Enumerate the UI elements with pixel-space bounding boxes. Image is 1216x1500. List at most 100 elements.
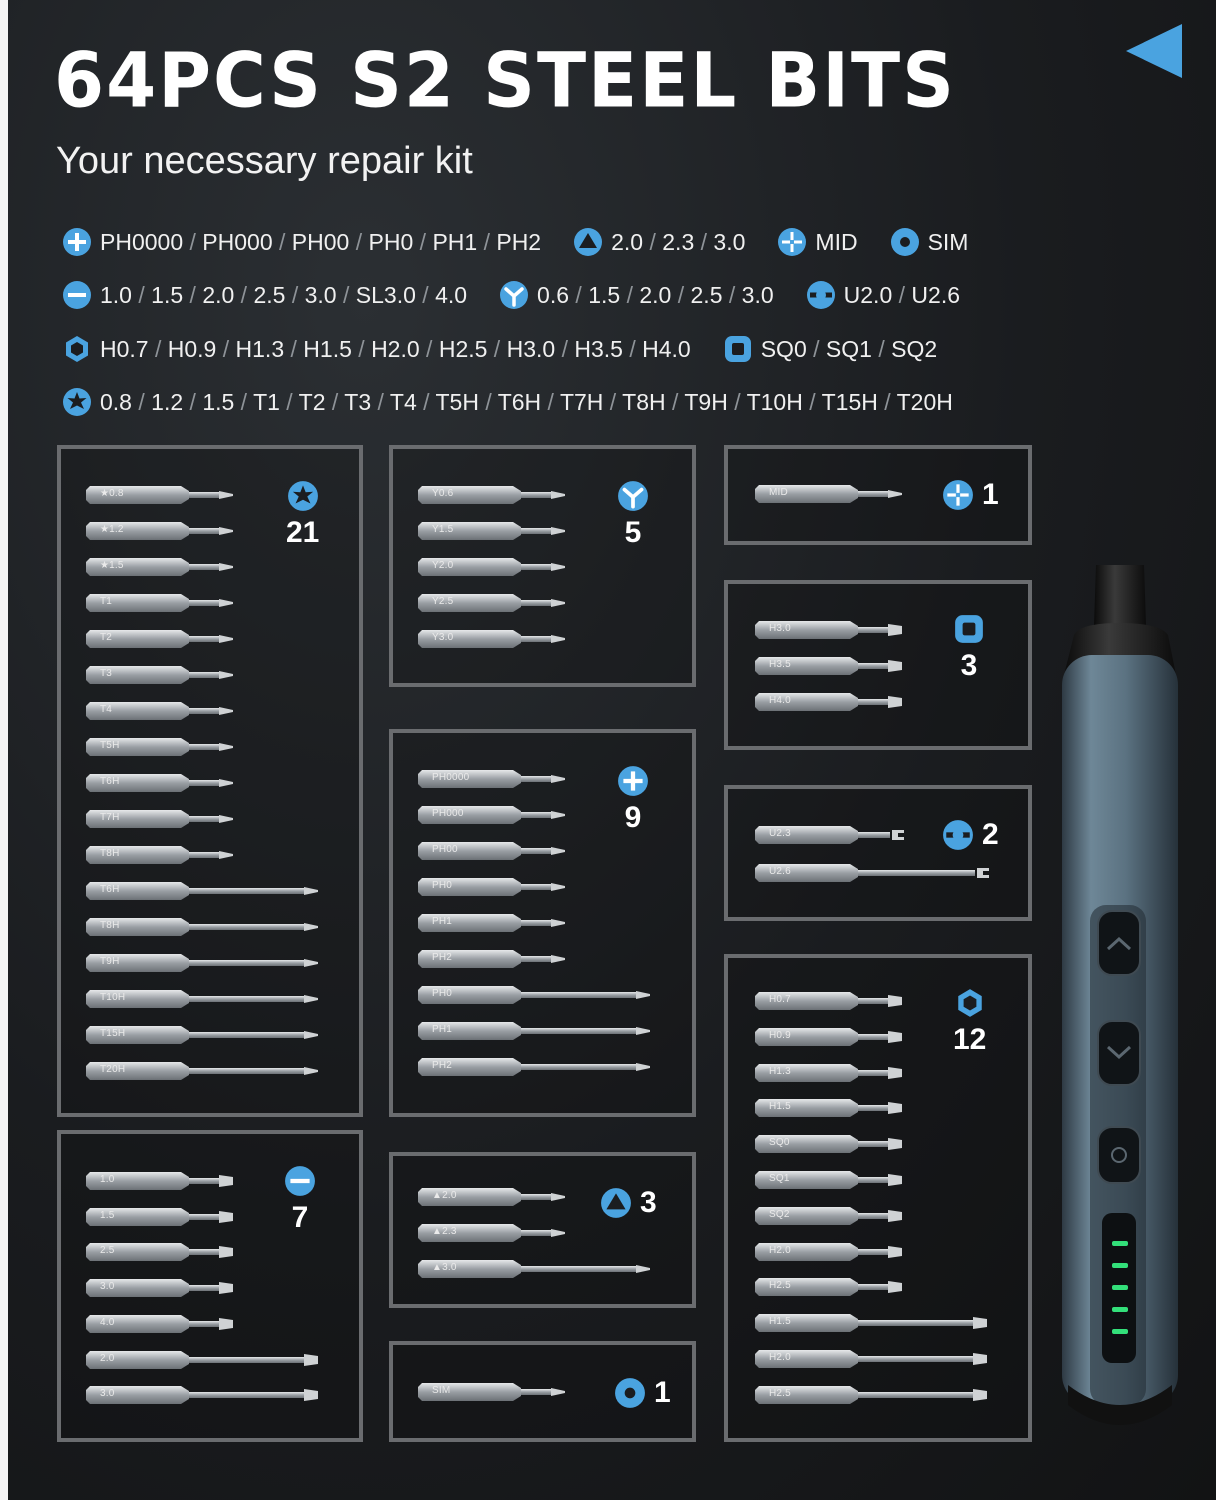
- legend-size: T6H: [497, 388, 542, 415]
- legend-size: T15H: [821, 388, 878, 415]
- legend-group: 1.0 / 1.5 / 2.0 / 2.5 / 3.0 / SL3.0 / 4.…: [62, 280, 467, 310]
- bit-label: 3.0: [100, 1281, 115, 1293]
- legend-size: SIM: [927, 228, 969, 255]
- bit-label: T8H: [100, 848, 120, 859]
- legend-size: H4.0: [642, 335, 691, 362]
- torx-count-badge: 21: [286, 480, 319, 550]
- power-icon[interactable]: [1097, 1126, 1141, 1184]
- legend-group: U2.0 / U2.6: [806, 280, 960, 310]
- legend-size: 1.5: [151, 281, 184, 308]
- battery-bar: [1112, 1329, 1128, 1334]
- legend-size: 3.0: [713, 228, 746, 255]
- legend-size: T10H: [746, 388, 803, 415]
- legend-size: SL3.0: [355, 281, 416, 308]
- slotted-icon: [285, 1166, 315, 1196]
- bit-count: 12: [953, 1023, 987, 1056]
- bit-label: H1.3: [769, 1065, 791, 1077]
- bit-label: T6H: [100, 884, 120, 895]
- legend-sizes: U2.0 / U2.6: [843, 281, 961, 308]
- bit-label: ▲2.3: [432, 1226, 457, 1237]
- legend-group: 0.8 / 1.2 / 1.5 / T1 / T2 / T3 / T4 / T5…: [62, 387, 953, 417]
- bit-label: PH1: [432, 1024, 453, 1035]
- legend-row-2: 1.0 / 1.5 / 2.0 / 2.5 / 3.0 / SL3.0 / 4.…: [62, 279, 992, 311]
- down-arrow-icon[interactable]: [1097, 1020, 1141, 1086]
- legend-sizes: SQ0 / SQ1 / SQ2: [760, 335, 938, 362]
- bit-count: 3: [640, 1186, 657, 1219]
- bit-label: Y2.0: [432, 560, 454, 571]
- bit-label: SQ1: [769, 1173, 790, 1184]
- legend-size: 3.0: [304, 281, 337, 308]
- legend-size: T2: [298, 388, 326, 415]
- legend-size: PH0000: [100, 228, 184, 255]
- sim-icon: [615, 1378, 645, 1408]
- bit-label: T3: [100, 668, 113, 679]
- legend-group: 2.0 / 2.3 / 3.0: [573, 227, 745, 257]
- mid-count-badge: 1: [942, 478, 999, 512]
- bit-label: SQ2: [769, 1208, 790, 1220]
- bit-label: ▲3.0: [432, 1262, 457, 1273]
- bit-label: T1: [100, 596, 113, 607]
- bit-label: H1.5: [769, 1101, 791, 1113]
- legend-size: PH000: [202, 228, 273, 255]
- triangle-icon: [601, 1188, 631, 1218]
- bit-label: Y3.0: [432, 632, 454, 643]
- bit-label: PH000: [432, 808, 464, 819]
- legend-size: H3.5: [574, 335, 623, 362]
- triwing-count-badge: 5: [617, 480, 649, 550]
- bit-label: MID: [769, 487, 788, 498]
- torx-icon: [287, 481, 318, 511]
- legend-size: SQ1: [825, 335, 872, 362]
- bit-label: H0.9: [769, 1029, 791, 1041]
- bit-label: H3.0: [769, 623, 791, 634]
- bit-label: T4: [100, 704, 113, 715]
- legend-group: SIM: [890, 227, 969, 257]
- page-subtitle: Your necessary repair kit: [56, 140, 473, 182]
- phillips-icon: [618, 766, 648, 796]
- legend-size: 0.8: [100, 388, 132, 415]
- tri-wing-icon: [618, 481, 648, 511]
- bit-label: SQ0: [769, 1137, 790, 1149]
- legend-size: T9H: [684, 388, 728, 415]
- bit-label: PH0: [432, 880, 453, 891]
- legend-size: U2.6: [911, 281, 961, 308]
- legend-size: 2.0: [639, 281, 672, 308]
- legend-group: SQ0 / SQ1 / SQ2: [723, 334, 937, 364]
- legend-row-4: 0.8 / 1.2 / 1.5 / T1 / T2 / T3 / T4 / T5…: [62, 386, 985, 418]
- bit-label: 4.0: [100, 1316, 115, 1328]
- bit-label: U2.6: [769, 866, 791, 877]
- bit-label: 2.5: [100, 1245, 115, 1257]
- legend-size: 4.0: [435, 281, 468, 308]
- play-left-icon[interactable]: [1124, 22, 1182, 80]
- bit-label: H4.0: [769, 695, 791, 706]
- legend-size: PH0: [368, 228, 414, 255]
- mid-icon: [943, 480, 973, 510]
- tri-wing-icon: [500, 281, 529, 309]
- legend-size: 2.5: [253, 281, 286, 308]
- bit-label: T20H: [100, 1064, 126, 1075]
- bit-label: ★1.2: [100, 524, 124, 535]
- legend-size: 1.0: [100, 281, 132, 308]
- legend-size: H1.5: [303, 335, 352, 362]
- up-arrow-icon[interactable]: [1097, 910, 1141, 976]
- bit-label: T5H: [100, 740, 120, 751]
- bit-label: 2.0: [100, 1352, 115, 1364]
- bit-label: H1.5: [769, 1316, 791, 1328]
- legend-size: 1.2: [151, 388, 184, 415]
- battery-bar: [1112, 1307, 1128, 1312]
- bit-count: 9: [624, 801, 642, 834]
- legend-sizes: 1.0 / 1.5 / 2.0 / 2.5 / 3.0 / SL3.0 / 4.…: [100, 281, 468, 308]
- hex-count-badge: 12: [953, 987, 986, 1057]
- legend-size: SQ2: [891, 335, 938, 362]
- legend-size: T4: [389, 388, 417, 415]
- u-type-bits-box: [724, 785, 1032, 921]
- legend-sizes: H0.7 / H0.9 / H1.3 / H1.5 / H2.0 / H2.5 …: [100, 335, 691, 362]
- u-type-icon: [806, 281, 835, 309]
- page-edge: [0, 0, 8, 1500]
- bit-label: H2.0: [769, 1244, 791, 1256]
- legend-group: 0.6 / 1.5 / 2.0 / 2.5 / 3.0: [499, 280, 774, 310]
- slotted-icon: [63, 281, 91, 309]
- legend-size: T8H: [622, 388, 666, 415]
- bit-label: Y2.5: [432, 596, 454, 607]
- bit-count: 7: [291, 1201, 309, 1234]
- torx-icon: [63, 388, 91, 416]
